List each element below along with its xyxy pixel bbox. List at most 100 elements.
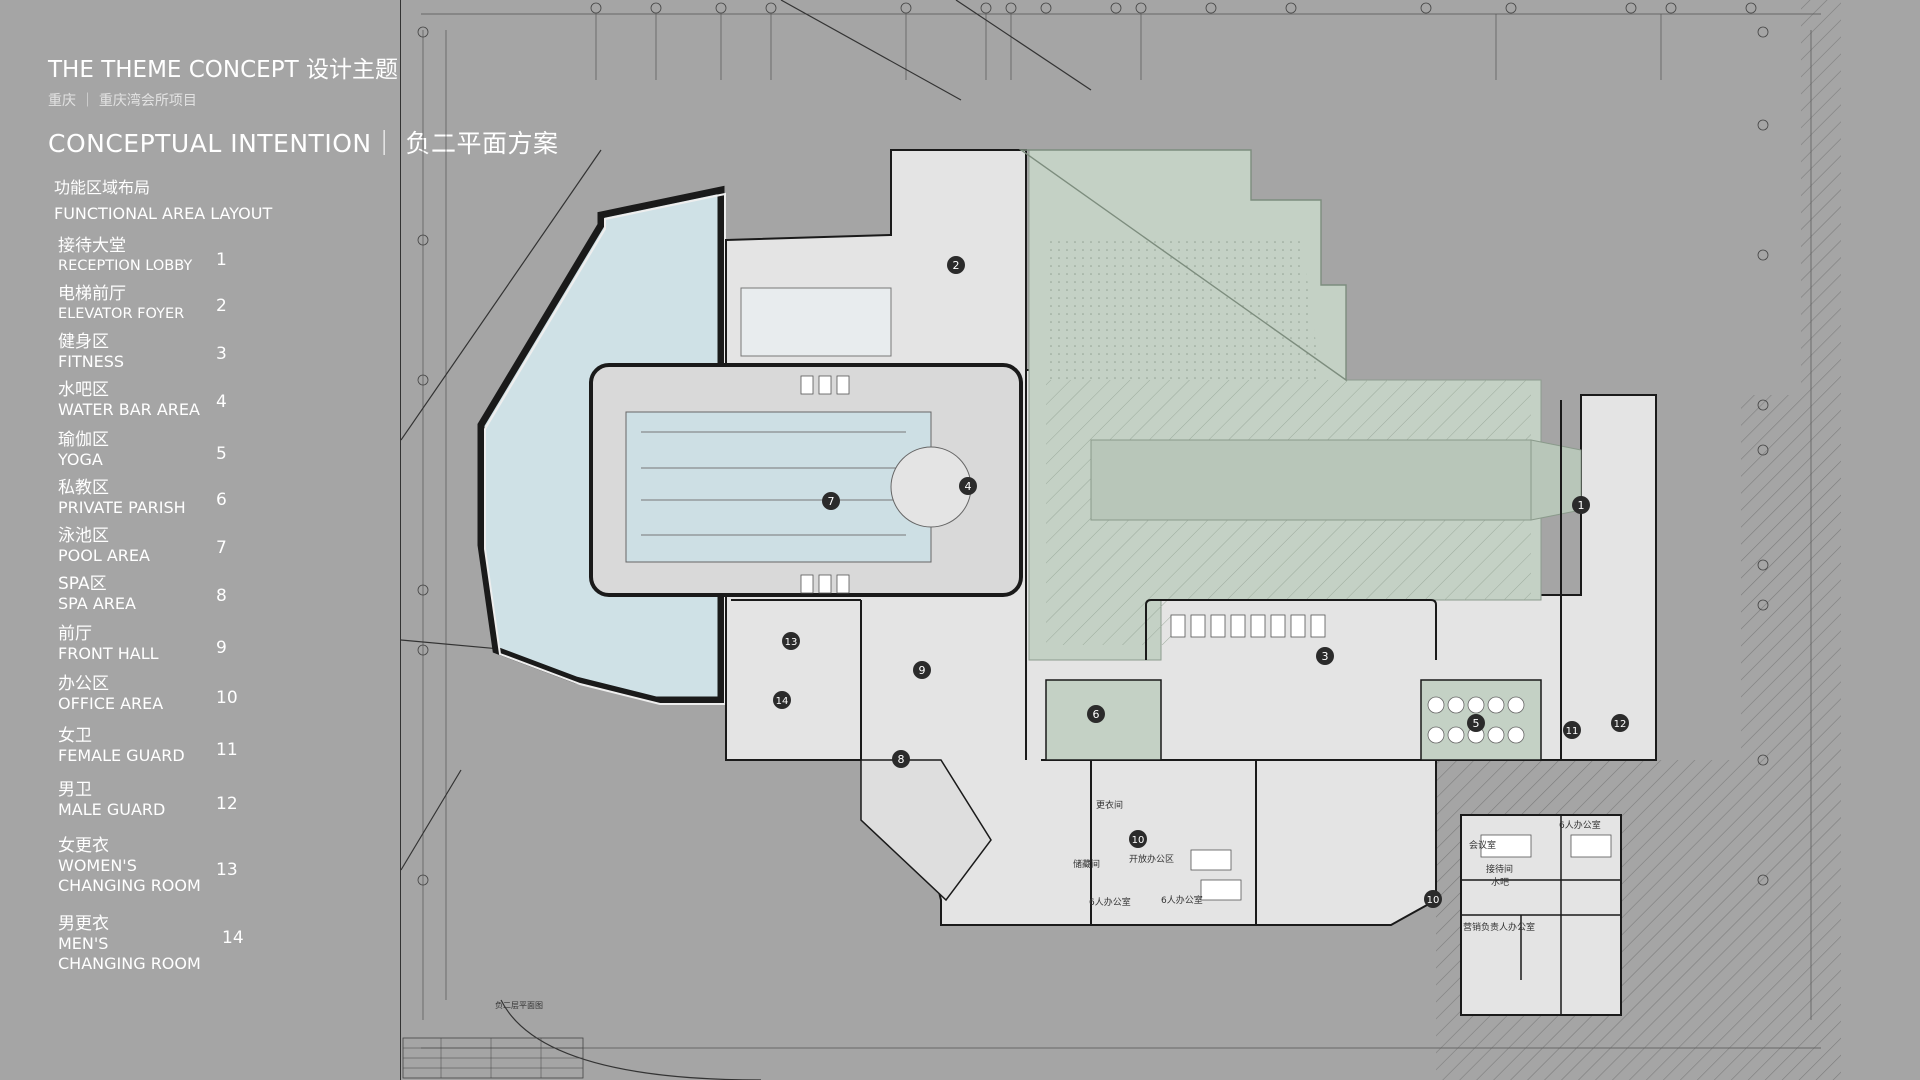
legend-label-en: MALE GUARD xyxy=(58,800,166,819)
legend-label-cn: 男更衣 xyxy=(58,914,109,934)
legend-item: 私教区 PRIVATE PARISH 6 xyxy=(58,478,318,518)
furniture xyxy=(800,375,1612,901)
legend-item: 前厅 FRONT HALL 9 xyxy=(58,624,318,664)
interior-walls xyxy=(731,370,1562,925)
svg-text:开放办公区: 开放办公区 xyxy=(1129,853,1174,865)
legend-label-cn: 泳池区 xyxy=(58,526,109,546)
zone-markers: 1 2 3 4 5 6 7 8 9 10 11 12 13 14 10 xyxy=(773,256,1629,908)
legend-item: 女卫 FEMALE GUARD 11 xyxy=(58,726,318,766)
zone-marker: 9 xyxy=(913,661,931,679)
garden-bottle-feature xyxy=(1090,439,1532,521)
zone-marker: 12 xyxy=(1611,714,1629,732)
legend-label-cn: 办公区 xyxy=(58,674,109,694)
svg-text:6人办公室: 6人办公室 xyxy=(1161,894,1203,906)
zone-marker: 1 xyxy=(1572,496,1590,514)
zone-marker: 8 xyxy=(892,750,910,768)
legend-item: 男卫 MALE GUARD 12 xyxy=(58,780,318,820)
zone-marker: 3 xyxy=(1316,647,1334,665)
legend-number: 3 xyxy=(216,344,227,364)
zone-marker: 4 xyxy=(959,477,977,495)
legend-label-cn: 瑜伽区 xyxy=(58,430,109,450)
svg-text:12: 12 xyxy=(1614,719,1627,730)
floor-plan: 1 2 3 4 5 6 7 8 9 10 11 12 13 14 10 会议室 … xyxy=(400,0,1841,1080)
legend-label-en: WATER BAR AREA xyxy=(58,400,200,419)
legend-label-en-2: CHANGING ROOM xyxy=(58,876,201,895)
legend-label-en-2: CHANGING ROOM xyxy=(58,954,201,973)
legend-label-en: FEMALE GUARD xyxy=(58,746,185,765)
zone-marker: 14 xyxy=(773,691,791,709)
legend-number: 8 xyxy=(216,586,227,606)
zone-marker: 2 xyxy=(947,256,965,274)
svg-text:储藏间: 储藏间 xyxy=(1073,858,1100,870)
svg-text:6人办公室: 6人办公室 xyxy=(1559,819,1601,831)
svg-text:负二层平面图: 负二层平面图 xyxy=(495,1000,543,1010)
legend-number: 13 xyxy=(216,860,238,880)
theme-title: THE THEME CONCEPT 设计主题 xyxy=(48,57,398,83)
legend-label-cn: 水吧区 xyxy=(58,380,109,400)
legend-label-en: OFFICE AREA xyxy=(58,694,164,713)
legend-item: 泳池区 POOL AREA 7 xyxy=(58,526,318,566)
svg-text:10: 10 xyxy=(1132,835,1145,846)
legend-label-cn: SPA区 xyxy=(58,574,107,594)
legend-label-cn: 前厅 xyxy=(58,624,92,644)
grid-axis-markers xyxy=(417,2,1769,886)
pool-changing-block xyxy=(740,287,892,357)
svg-text:9: 9 xyxy=(919,664,926,677)
legend-label-cn: 男卫 xyxy=(58,780,92,800)
zone-marker: 7 xyxy=(822,492,840,510)
svg-text:10: 10 xyxy=(1427,895,1440,906)
yoga-mats xyxy=(1427,696,1525,744)
legend-label-cn: 电梯前厅 xyxy=(58,284,126,304)
legend-label-cn: 健身区 xyxy=(58,332,109,352)
svg-text:6: 6 xyxy=(1093,708,1100,721)
legend-label-cn: 私教区 xyxy=(58,478,109,498)
svg-text:营销负责人办公室: 营销负责人办公室 xyxy=(1463,921,1535,933)
office-walls xyxy=(1461,815,1621,1015)
legend-number: 6 xyxy=(216,490,227,510)
legend-label-en: RECEPTION LOBBY xyxy=(58,258,193,274)
legend-label-cn: 女卫 xyxy=(58,726,92,746)
zone-marker: 10 xyxy=(1129,830,1147,848)
floor-plan-drawing: 1 2 3 4 5 6 7 8 9 10 11 12 13 14 10 会议室 … xyxy=(401,0,1841,1080)
legend-label-en: WOMEN'S xyxy=(58,856,137,875)
legend-label-en: SPA AREA xyxy=(58,594,136,613)
legend-item: 电梯前厅 ELEVATOR FOYER 2 xyxy=(58,284,318,324)
zone-marker: 5 xyxy=(1467,714,1485,732)
left-panel: THE THEME CONCEPT 设计主题 重庆 ｜ 重庆湾会所项目 CONC… xyxy=(0,0,558,1080)
indoor-pool xyxy=(625,411,932,563)
legend-item: 办公区 OFFICE AREA 10 xyxy=(58,674,318,714)
legend-label-cn: 接待大堂 xyxy=(58,236,126,256)
legend-label-en: POOL AREA xyxy=(58,546,150,565)
legend-item: 男更衣 MEN'S CHANGING ROOM 14 xyxy=(58,914,318,974)
section-title-en: FUNCTIONAL AREA LAYOUT xyxy=(54,204,273,223)
svg-text:4: 4 xyxy=(965,480,972,493)
svg-text:水吧: 水吧 xyxy=(1491,876,1509,888)
legend-label-cn: 女更衣 xyxy=(58,836,109,856)
legend-item: SPA区 SPA AREA 8 xyxy=(58,574,318,614)
svg-text:2: 2 xyxy=(953,259,960,272)
pool-lanes xyxy=(641,431,906,536)
svg-text:14: 14 xyxy=(776,696,789,707)
svg-text:接待间: 接待间 xyxy=(1486,863,1513,875)
legend-number: 9 xyxy=(216,638,227,658)
legend-item: 瑜伽区 YOGA 5 xyxy=(58,430,318,470)
private-parish-room xyxy=(1045,679,1162,761)
legend-label-en: ELEVATOR FOYER xyxy=(58,306,185,322)
section-title-cn: 功能区域布局 xyxy=(54,178,151,197)
grid-lines xyxy=(421,13,1821,1049)
svg-text:3: 3 xyxy=(1322,650,1329,663)
room-labels: 会议室 6人办公室 开放办公区 储藏间 更衣间 6人办公室 6人办公室 营销负责… xyxy=(495,799,1601,1010)
svg-text:5: 5 xyxy=(1473,717,1480,730)
hatched-zone xyxy=(1256,0,1841,1080)
legend-number: 11 xyxy=(216,740,238,760)
legend-number: 7 xyxy=(216,538,227,558)
zone-marker: 10 xyxy=(1424,890,1442,908)
zone-marker: 11 xyxy=(1563,721,1581,739)
svg-text:7: 7 xyxy=(828,495,835,508)
legend-item: 女更衣 WOMEN'S CHANGING ROOM 13 xyxy=(58,836,318,896)
legend-label-en: MEN'S xyxy=(58,934,109,953)
svg-text:1: 1 xyxy=(1578,499,1585,512)
svg-text:6人办公室: 6人办公室 xyxy=(1089,896,1131,908)
legend-label-en: FITNESS xyxy=(58,352,125,371)
svg-text:会议室: 会议室 xyxy=(1469,839,1496,851)
